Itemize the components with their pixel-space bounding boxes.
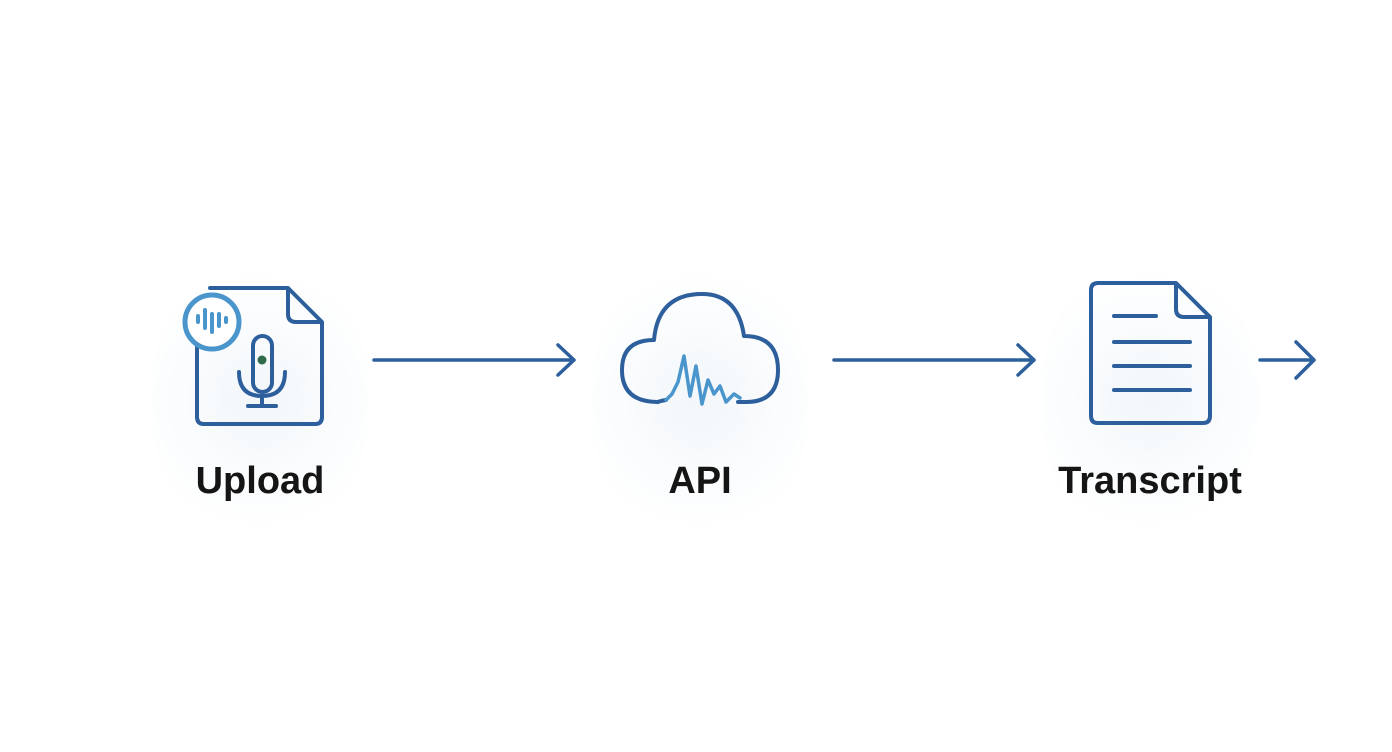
right-arrow-icon [832,343,1036,377]
stage-label-api: API [668,460,732,502]
right-arrow-icon [1258,340,1316,380]
audio-file-microphone-icon [182,286,324,426]
right-arrow-icon [372,343,576,377]
stage-label-upload: Upload [195,460,325,502]
text-document-icon [1089,281,1212,425]
transcript-halo [1040,250,1260,550]
cloud-waveform-icon [620,292,780,406]
stage-label-transcript: Transcript [1058,460,1242,502]
